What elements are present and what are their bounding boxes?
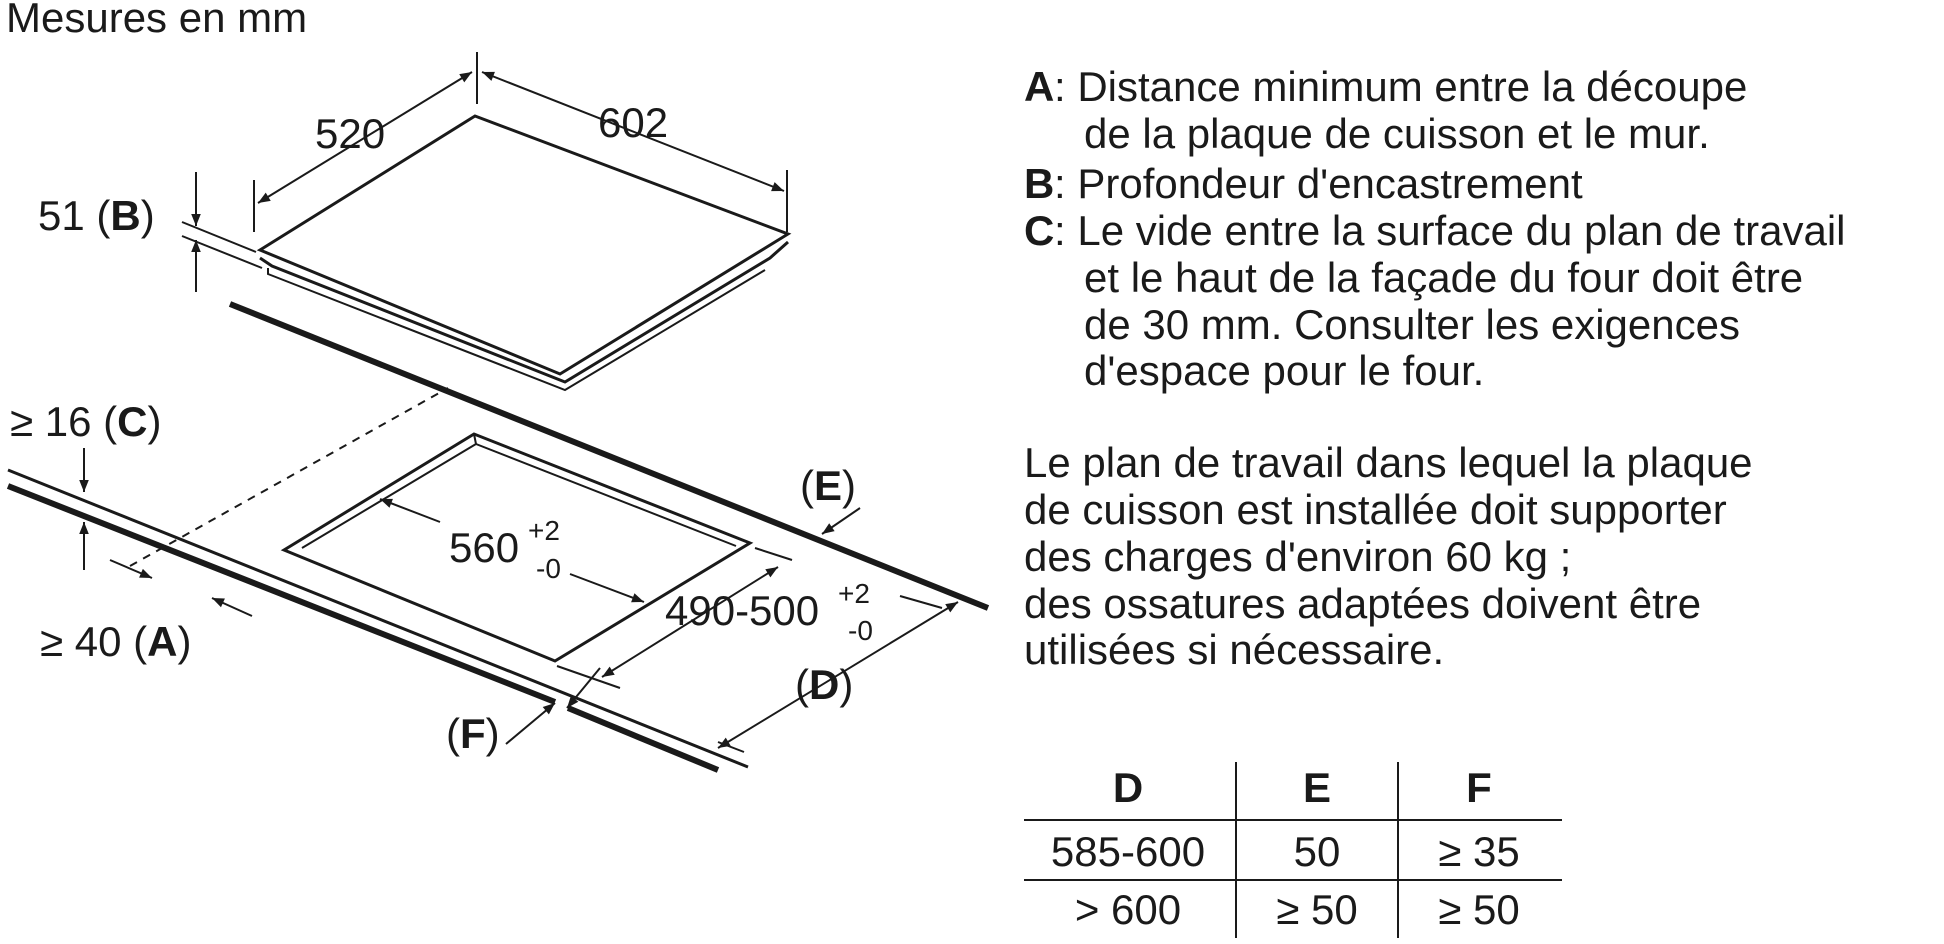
- tag-f: F: [460, 710, 486, 757]
- note-line4: des ossatures adaptées doivent être: [1024, 580, 1701, 627]
- dimension-e: (E): [800, 462, 861, 535]
- legend-c-key: C: [1024, 207, 1054, 254]
- table-cell: 50: [1294, 828, 1341, 875]
- cooktop-body-edge: [259, 240, 789, 384]
- load-note: Le plan de travail dans lequel la plaque…: [1024, 439, 1753, 673]
- label-d: (D): [795, 661, 853, 708]
- legend-a-key: A: [1024, 63, 1054, 110]
- legend-c-line1: : Le vide entre la surface du plan de tr…: [1054, 207, 1845, 254]
- cutout-depth-value: 490-500: [665, 587, 819, 634]
- table-cell: ≥ 50: [1276, 886, 1357, 933]
- worktop-back-edge: [228, 301, 990, 611]
- height-label: 51 (B): [38, 192, 155, 239]
- legend-a-line2: de la plaque de cuisson et le mur.: [1084, 110, 1710, 157]
- tag-a: A: [147, 618, 177, 665]
- cutout-width-value: 560: [449, 524, 519, 571]
- depth-dimension: 520: [253, 52, 478, 232]
- height-value: 51: [38, 192, 85, 239]
- table-cell: 585-600: [1051, 828, 1205, 875]
- legend-c-line4: d'espace pour le four.: [1084, 347, 1484, 394]
- cutout-depth-label: 490-500: [665, 587, 819, 634]
- worktop-front-bottom-edge-right: [566, 705, 720, 773]
- note-line1: Le plan de travail dans lequel la plaque: [1024, 439, 1753, 486]
- table-header-d: D: [1113, 764, 1143, 811]
- dimension-f: (F): [446, 667, 601, 757]
- cutout-depth-tol-plus: +2: [838, 578, 870, 609]
- note-line3: des charges d'environ 60 kg ;: [1024, 533, 1571, 580]
- cutout-width-label: 560: [449, 524, 519, 571]
- table-header-f: F: [1466, 764, 1492, 811]
- table-cell: ≥ 35: [1438, 828, 1519, 875]
- table-header-e: E: [1303, 764, 1331, 811]
- height-tag: B: [110, 192, 140, 239]
- legend-b-key: B: [1024, 160, 1054, 207]
- note-line2: de cuisson est installée doit supporter: [1024, 486, 1727, 533]
- dist-a-value: ≥ 40: [40, 618, 121, 665]
- cutout-width-tol-minus: -0: [536, 553, 561, 584]
- note-line5: utilisées si nécessaire.: [1024, 626, 1444, 673]
- cutout-outer: [280, 432, 754, 663]
- dimension-a: ≥ 40 (A): [40, 559, 253, 665]
- table-cell: ≥ 50: [1438, 886, 1519, 933]
- legend-c-line2: et le haut de la façade du four doit êtr…: [1084, 254, 1803, 301]
- worktop-front-bottom-edge-left: [6, 483, 557, 705]
- cutout-drawing: [280, 432, 754, 663]
- worktop-hidden-edge: [129, 387, 449, 567]
- legend-b-line1: : Profondeur d'encastrement: [1054, 160, 1583, 207]
- tag-c: C: [117, 398, 147, 445]
- cooktop-underside: [267, 268, 766, 392]
- gap-c-value: ≥ 16: [10, 398, 91, 445]
- width-dimension: 602: [481, 71, 788, 232]
- tag-e: E: [814, 462, 842, 509]
- worktop-front-top-edge: [7, 468, 749, 769]
- width-label: 602: [598, 99, 668, 146]
- dimension-d: (D): [717, 595, 959, 753]
- label-c: ≥ 16 (C): [10, 398, 161, 445]
- dimension-table: D E F 585-600 50 ≥ 35 > 600 ≥ 50 ≥ 50: [1024, 762, 1562, 938]
- legend: A : Distance minimum entre la découpe de…: [1024, 63, 1845, 394]
- worktop-drawing: [6, 301, 990, 773]
- table-cell: > 600: [1075, 886, 1181, 933]
- cutout-depth-tol-minus: -0: [848, 615, 873, 646]
- label-e: (E): [800, 462, 856, 509]
- label-a: ≥ 40 (A): [40, 618, 191, 665]
- cutout-width-tol-plus: +2: [528, 515, 560, 546]
- legend-c-line3: de 30 mm. Consulter les exigences: [1084, 301, 1740, 348]
- tag-d: D: [809, 661, 839, 708]
- cutout-width-dimension: 560 +2 -0: [379, 498, 645, 603]
- height-dimension: 51 (B): [38, 172, 263, 292]
- cutout-inner-rim: [301, 433, 737, 549]
- legend-a-line1: : Distance minimum entre la découpe: [1054, 63, 1747, 110]
- depth-label: 520: [315, 110, 385, 157]
- diagram-title: Mesures en mm: [6, 0, 307, 41]
- dimension-c: ≥ 16 (C): [10, 398, 161, 570]
- label-f: (F): [446, 710, 500, 757]
